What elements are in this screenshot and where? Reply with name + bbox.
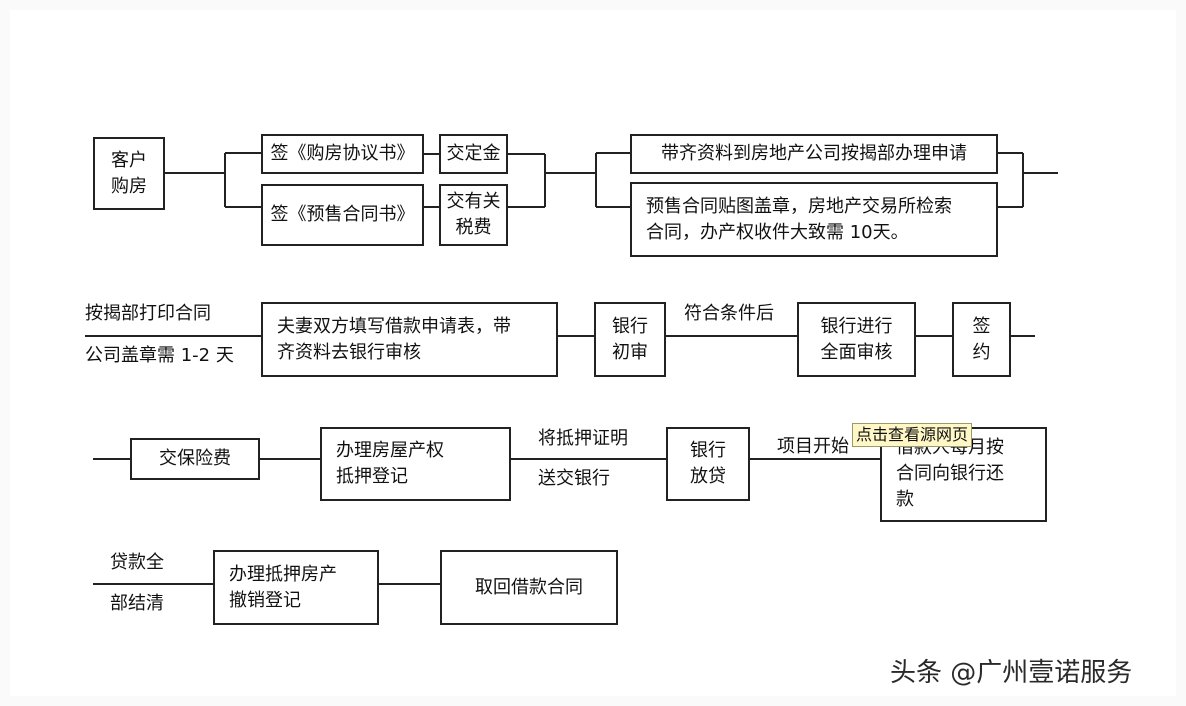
presale-contract-line-1: 预售合同贴图盖章，房地产交易所检索 bbox=[646, 195, 952, 217]
sign-contract-line-1: 签 bbox=[972, 315, 991, 337]
customer-line-1: 客户 bbox=[111, 149, 147, 171]
sign-contract-line-2: 约 bbox=[972, 341, 991, 363]
loan-settled-label-top: 贷款全 bbox=[110, 552, 164, 573]
company-seal-label: 公司盖章需 1-2 天 bbox=[85, 345, 234, 366]
mortgage-register-line-1: 办理房屋产权 bbox=[336, 440, 444, 461]
bank-full-review-box: 银行进行全面审核 bbox=[797, 302, 916, 377]
cancel-mortgage-line-1: 办理抵押房产 bbox=[229, 563, 337, 585]
sign-agreement-box: 签《购房协议书》 bbox=[261, 134, 424, 174]
sign-presale-label: 签《预售合同书》 bbox=[270, 204, 415, 225]
fill-application-line-2: 齐资料去银行审核 bbox=[277, 341, 421, 363]
send-certificate-label-top: 将抵押证明 bbox=[538, 428, 628, 449]
bank-loan-box: 银行放贷 bbox=[666, 427, 750, 501]
sign-presale-box: 签《预售合同书》 bbox=[261, 184, 424, 246]
bank-prelim-line-1: 银行 bbox=[612, 315, 648, 337]
pay-deposit-box: 交定金 bbox=[439, 134, 508, 174]
presale-contract-line-2: 合同，办产权收件大致需 10天。 bbox=[646, 221, 909, 243]
view-source-tooltip[interactable]: 点击查看源网页 bbox=[852, 423, 973, 447]
customer-line-2: 购房 bbox=[111, 175, 147, 197]
fill-application-line-1: 夫妻双方填写借款申请表，带 bbox=[277, 315, 511, 337]
source-watermark: 头条 @广州壹诺服务 bbox=[890, 658, 1133, 688]
insurance-box: 交保险费 bbox=[130, 438, 260, 480]
project-start-label: 项目开始 bbox=[777, 436, 849, 457]
pay-deposit-label: 交定金 bbox=[446, 143, 501, 164]
bank-loan-line-2: 放贷 bbox=[690, 466, 726, 487]
bring-docs-box: 带齐资料到房地产公司按揭部办理申请 bbox=[630, 134, 998, 174]
print-contract-label: 按揭部打印合同 bbox=[85, 303, 211, 324]
bank-prelim-line-2: 初审 bbox=[612, 341, 648, 363]
loan-settled-label-bottom: 部结清 bbox=[110, 593, 164, 614]
cancel-mortgage-box: 办理抵押房产撤销登记 bbox=[213, 550, 379, 625]
mortgage-register-line-2: 抵押登记 bbox=[336, 466, 408, 487]
bank-prelim-box: 银行初审 bbox=[594, 302, 666, 377]
send-certificate-label-bottom: 送交银行 bbox=[538, 468, 610, 489]
customer-buy-box: 客户购房 bbox=[93, 137, 165, 210]
insurance-label: 交保险费 bbox=[159, 448, 231, 469]
bring-docs-label: 带齐资料到房地产公司按揭部办理申请 bbox=[661, 143, 967, 164]
pay-taxes-line-1: 交有关 bbox=[446, 191, 501, 212]
retrieve-contract-label: 取回借款合同 bbox=[475, 576, 583, 598]
pay-taxes-line-2: 税费 bbox=[455, 217, 492, 238]
cancel-mortgage-line-2: 撤销登记 bbox=[229, 589, 301, 611]
fill-application-box: 夫妻双方填写借款申请表，带齐资料去银行审核 bbox=[261, 302, 558, 377]
repay-line-2: 合同向银行还 bbox=[896, 463, 1004, 484]
sign-agreement-label: 签《购房协议书》 bbox=[270, 143, 415, 164]
conditions-met-label: 符合条件后 bbox=[684, 303, 774, 324]
sign-contract-box: 签约 bbox=[952, 302, 1011, 377]
bank-full-review-line-2: 全面审核 bbox=[820, 341, 893, 363]
presale-contract-box: 预售合同贴图盖章，房地产交易所检索合同，办产权收件大致需 10天。 bbox=[630, 182, 998, 257]
repay-line-3: 款 bbox=[896, 489, 914, 510]
bank-full-review-line-1: 银行进行 bbox=[820, 315, 893, 337]
retrieve-contract-box: 取回借款合同 bbox=[440, 550, 618, 625]
pay-taxes-box: 交有关税费 bbox=[439, 184, 508, 246]
bank-loan-line-1: 银行 bbox=[690, 440, 726, 461]
mortgage-register-box: 办理房屋产权抵押登记 bbox=[320, 427, 511, 501]
